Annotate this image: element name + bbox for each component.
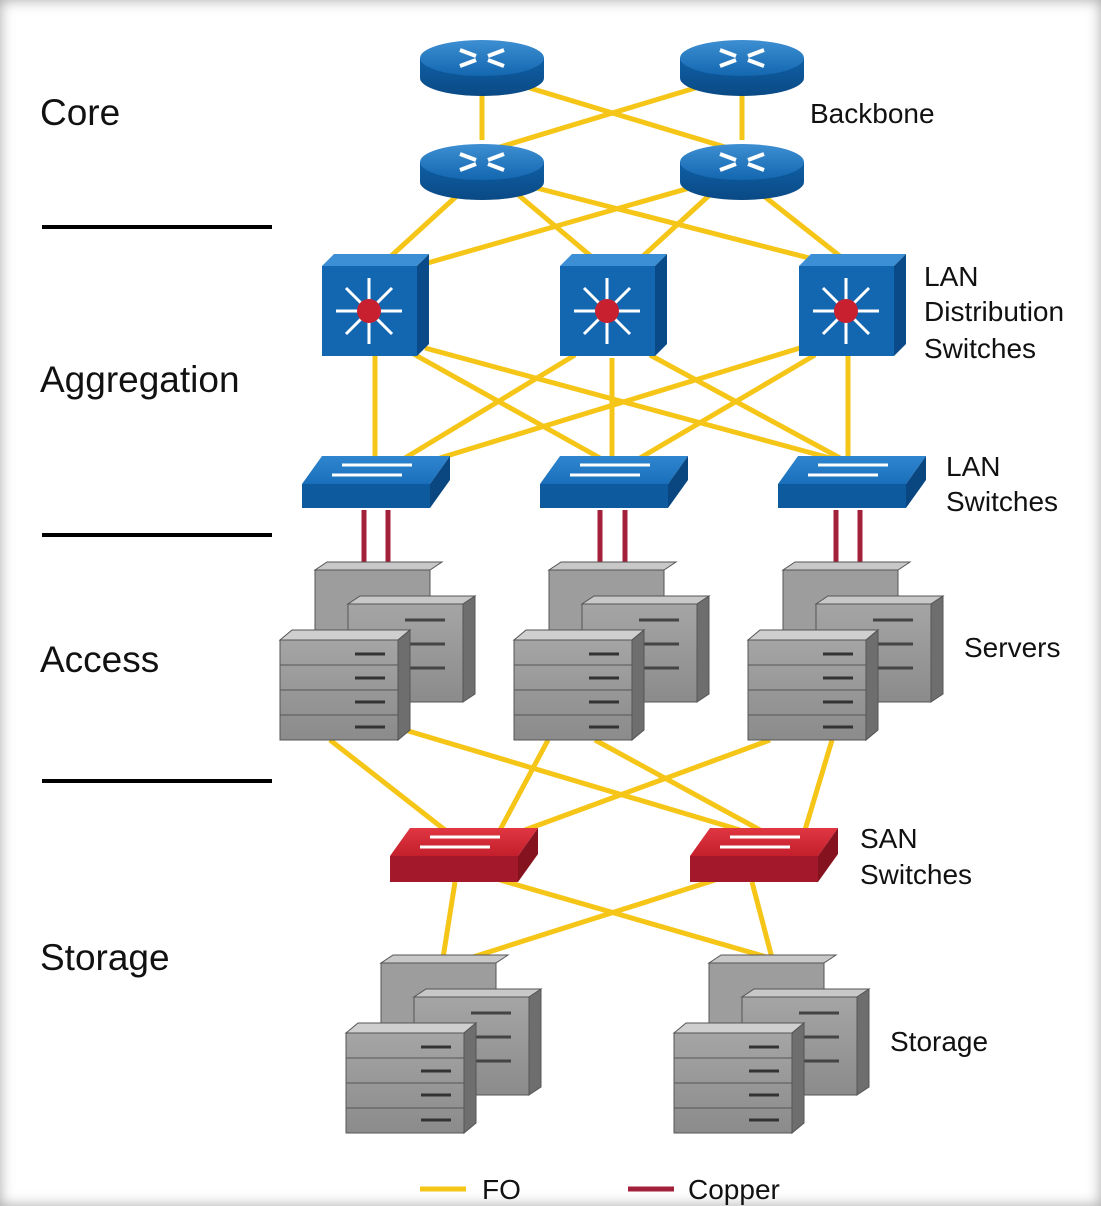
- link-san-sto-4: [749, 881, 775, 959]
- label-lan-switches-line1: LAN: [946, 451, 1000, 482]
- label-lan-switches-line2: Switches: [946, 486, 1058, 517]
- legend-copper-label: Copper: [688, 1174, 780, 1205]
- link-dist-lan-6: [648, 352, 842, 461]
- link-san-sto-3: [469, 877, 716, 961]
- tier-label-aggregation: Aggregation: [40, 359, 240, 400]
- storage-stack-icon: [344, 954, 543, 1135]
- link-dist-lan-8: [638, 352, 817, 461]
- router-icon: [420, 144, 544, 200]
- label-lan-distribution-line3: Switches: [924, 333, 1036, 364]
- san-switches: [390, 828, 838, 882]
- tier-label-access: Access: [40, 639, 159, 680]
- link-dist-lan-4: [403, 352, 577, 461]
- link-srv-san-3: [497, 738, 551, 832]
- link-bb-cross-1: [509, 79, 726, 150]
- link-dist-lan-7: [439, 345, 801, 461]
- distribution-switches: [322, 254, 906, 356]
- router-icon: [420, 40, 544, 96]
- lan-switches: [302, 456, 926, 508]
- router-icon: [680, 144, 804, 200]
- storage-stack-icon: [672, 954, 871, 1135]
- server-stack-icon: [278, 561, 477, 742]
- multilayer-switch-icon: [560, 254, 667, 356]
- router-icon: [680, 40, 804, 96]
- device-labels: Backbone LAN Distribution Switches LAN S…: [810, 98, 1064, 1057]
- backbone-routers: [420, 40, 804, 200]
- link-san-sto-2: [499, 877, 771, 961]
- multilayer-switch-icon: [322, 254, 429, 356]
- label-lan-distribution-line1: LAN: [924, 261, 978, 292]
- tier-labels: Core Aggregation Access Storage: [40, 92, 240, 978]
- multilayer-switch-icon: [799, 254, 906, 356]
- link-san-sto-1: [440, 881, 458, 959]
- link-srv-san-4: [593, 737, 762, 833]
- link-bb-cross-2: [499, 79, 716, 150]
- server-stack-icon: [512, 561, 711, 742]
- link-core-dist-3: [524, 182, 849, 271]
- label-backbone: Backbone: [810, 98, 935, 129]
- link-srv-san-6: [802, 739, 835, 831]
- label-storage: Storage: [890, 1026, 988, 1057]
- tier-label-core: Core: [40, 92, 120, 133]
- link-srv-san-5: [524, 737, 771, 833]
- server-stack-icon: [746, 561, 945, 742]
- label-san-switches-line1: SAN: [860, 823, 918, 854]
- label-lan-distribution-line2: Distribution: [924, 296, 1064, 327]
- lan-switch-icon: [540, 456, 688, 508]
- label-san-switches-line2: Switches: [860, 859, 972, 890]
- lan-switch-icon: [302, 456, 450, 508]
- server-stacks: [278, 561, 945, 742]
- fiber-links: [328, 79, 857, 961]
- link-srv-san-1: [328, 738, 447, 832]
- lan-switch-icon: [778, 456, 926, 508]
- legend: FO Copper: [420, 1174, 780, 1205]
- copper-links: [361, 510, 863, 566]
- link-srv-san-2: [404, 727, 741, 833]
- legend-fo-label: FO: [482, 1174, 521, 1205]
- san-switch-icon: [390, 828, 538, 882]
- tier-separators: [42, 225, 272, 783]
- tier-label-storage: Storage: [40, 937, 170, 978]
- link-core-dist-4: [409, 182, 701, 271]
- link-dist-lan-2: [408, 349, 602, 461]
- storage-stacks: [344, 954, 871, 1135]
- san-switch-icon: [690, 828, 838, 882]
- label-servers: Servers: [964, 632, 1060, 663]
